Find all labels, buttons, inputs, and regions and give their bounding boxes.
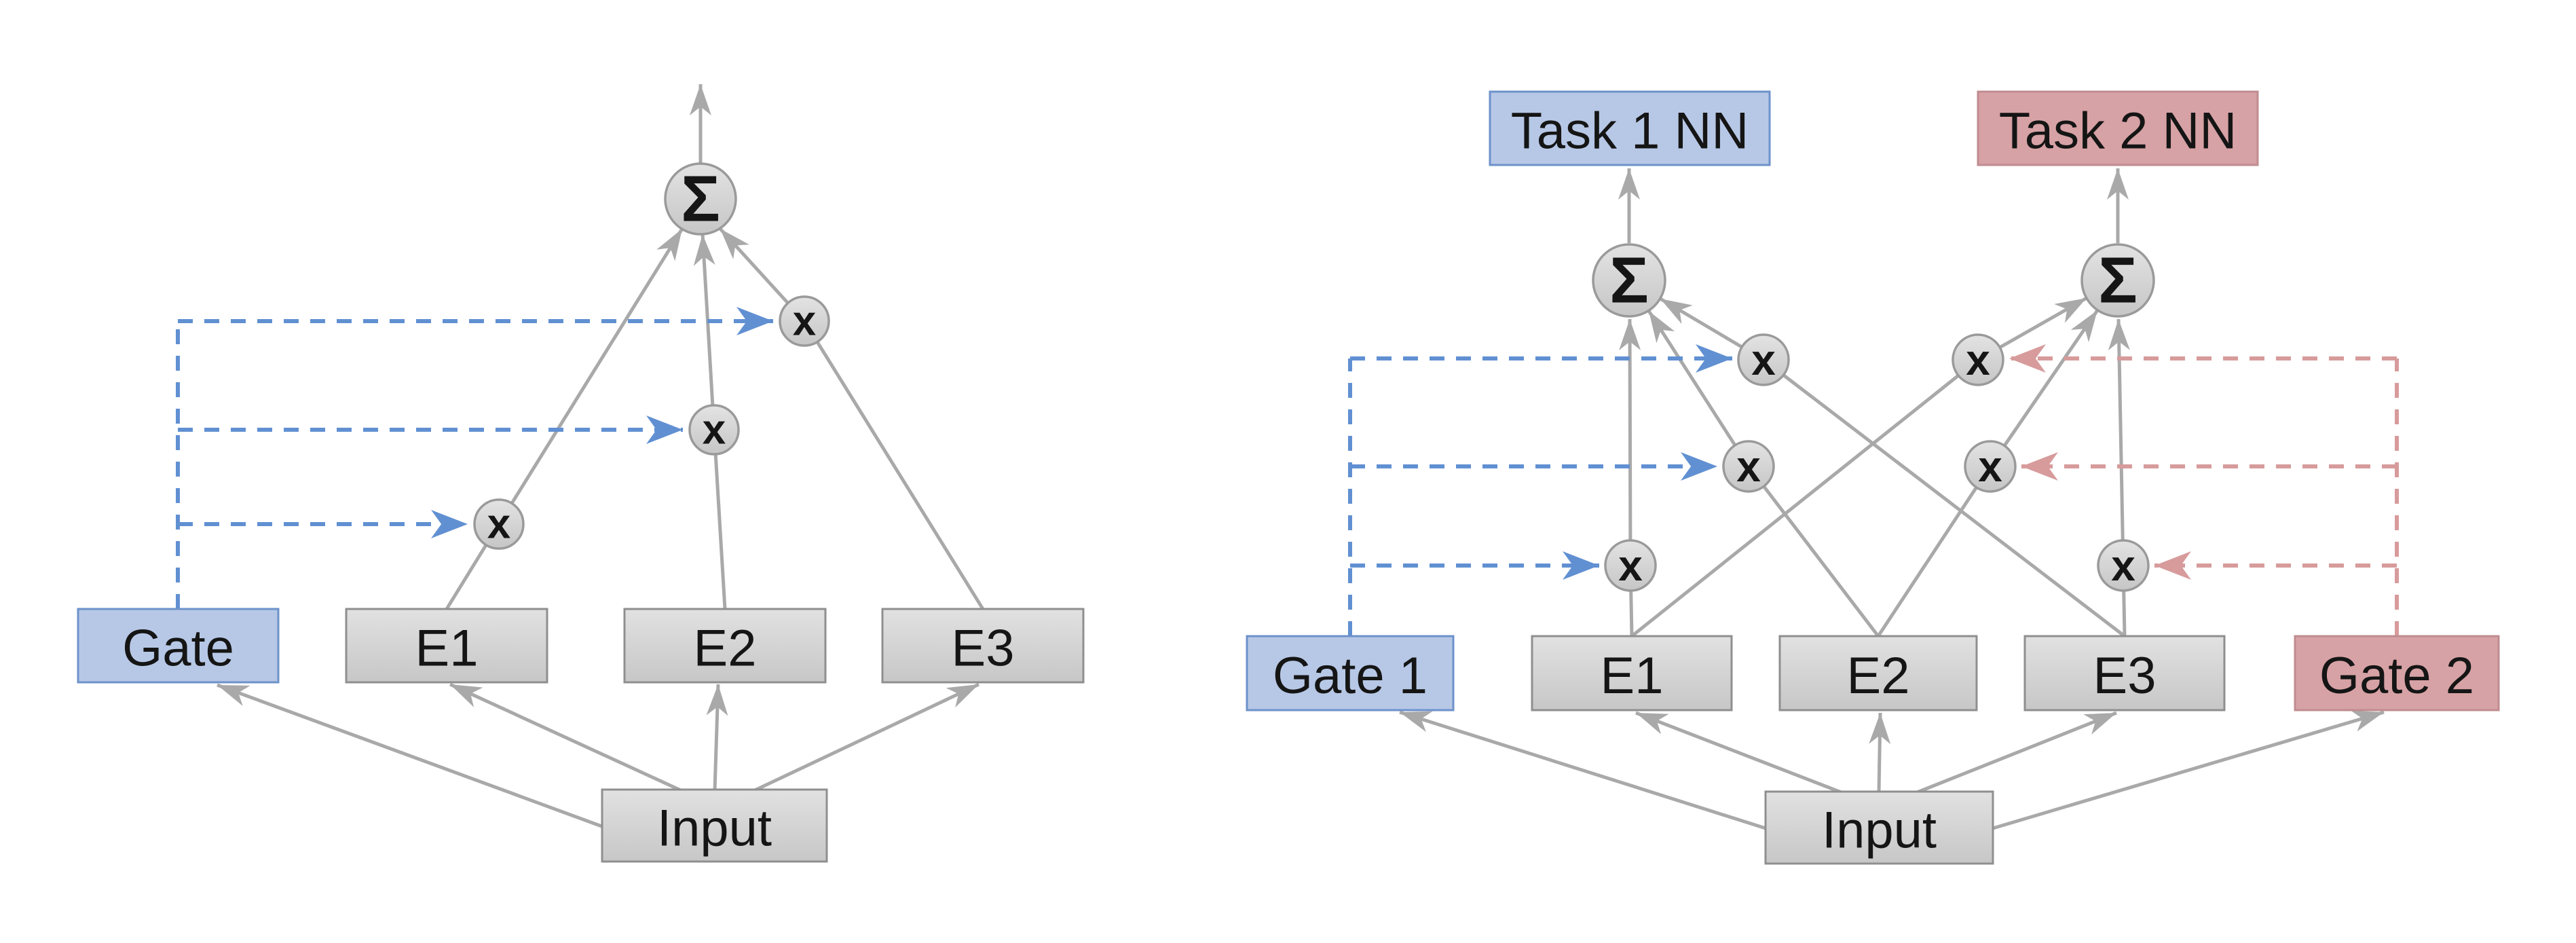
expert-e3-box [2023, 635, 2226, 711]
multiply-node-label: x [1736, 442, 1761, 491]
multiply-node-label: x [793, 298, 817, 345]
expert-e1-box [1531, 635, 1733, 711]
expert-e3-box [881, 608, 1085, 684]
sum2-node-label: Σ [2098, 244, 2138, 317]
input-to-e3-edge [1915, 711, 2117, 795]
multiply-node-label: x [1751, 335, 1776, 384]
multiply-node [1604, 539, 1657, 592]
input-to-e2-edge [1869, 712, 1891, 794]
sum1-node [1592, 243, 1666, 318]
input-to-e1-edge [1635, 711, 1844, 795]
expert-e3-box-label: E3 [952, 620, 1015, 678]
sum-node [664, 162, 737, 236]
input-to-e1-edge [449, 682, 684, 793]
multiply-node-label: x [703, 407, 726, 454]
input-box-label: Input [1822, 802, 1937, 859]
gate2-box [2294, 635, 2500, 711]
input-box [601, 788, 828, 863]
expert-e1-box [345, 608, 548, 684]
task1-nn-box [1489, 90, 1771, 166]
multiply-node [473, 498, 525, 550]
task2-nn-box [1977, 90, 2259, 166]
expert-e2-box-label: E2 [694, 620, 757, 678]
input-box-label: Input [657, 800, 772, 857]
multiply-node [1964, 440, 2017, 493]
gate1-box-label: Gate 1 [1273, 647, 1427, 705]
multi-gate-moe-diagram: Σ Σx x x x x x Task 1 NN Task 2 NN Gate 1 E1 E2 E3 Ga… [1246, 90, 2500, 865]
expert-e3-box-label: E3 [2093, 647, 2157, 705]
multiply-node [1722, 440, 1775, 493]
multiply-node-label: x [2111, 541, 2135, 590]
multiply-node-label: x [1618, 541, 1643, 590]
input-to-gate1-edge [1399, 710, 1766, 830]
multiply-node-label: x [487, 501, 511, 548]
sum-node-label: Σ [681, 163, 720, 236]
multiply-node [779, 295, 830, 347]
expert-e2-box [1778, 635, 1978, 711]
gate1-box [1246, 635, 1455, 711]
multiply-node-label: x [1966, 335, 1990, 384]
e3-to-sum-edge [719, 227, 985, 610]
sum1-node-label: Σ [1609, 244, 1649, 317]
sum2-node [2080, 243, 2155, 318]
gate2-box-label: Gate 2 [2319, 647, 2474, 705]
multiply-node [1952, 333, 2004, 386]
expert-e2-box [623, 608, 827, 684]
e1-to-sum-edge [445, 227, 684, 610]
input-to-e3-edge [752, 682, 980, 793]
task1-nn-box-label: Task 1 NN [1511, 103, 1749, 160]
multiply-node [1737, 333, 1790, 386]
expert-e1-box-label: E1 [415, 620, 479, 678]
input-to-gate2-edge [1992, 710, 2385, 830]
input-to-e2-edge [706, 684, 728, 792]
multiply-node [2097, 539, 2150, 592]
expert-e1-box-label: E1 [1601, 647, 1664, 705]
task2-nn-box-label: Task 2 NN [1999, 103, 2237, 160]
multiply-node-label: x [1978, 442, 2002, 491]
input-to-gate-edge [217, 683, 604, 829]
input-box [1764, 790, 1994, 865]
expert-e2-box-label: E2 [1847, 647, 1910, 705]
gate-box [77, 608, 280, 684]
gate-box-label: Gate [122, 620, 234, 678]
multiply-node [688, 404, 740, 456]
